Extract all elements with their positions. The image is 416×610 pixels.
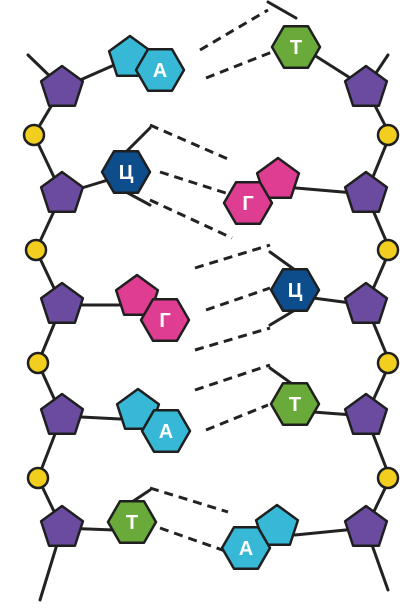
right-base-label: Т <box>289 394 301 416</box>
hydrogen-bond <box>200 10 268 50</box>
phosphate-circle <box>378 240 398 260</box>
left-base-label: Т <box>126 512 138 534</box>
phosphate-circle <box>378 468 398 488</box>
hydrogen-bond <box>195 365 270 390</box>
molecules-layer: А Т Ц Г Г Ц А Т Т А <box>24 26 398 569</box>
base-prong <box>270 252 295 270</box>
hydrogen-bond <box>150 200 232 238</box>
phosphate-circle <box>28 353 48 373</box>
hydrogen-bond <box>206 52 272 78</box>
hydrogen-bond <box>150 488 228 512</box>
hydrogen-bond <box>206 405 268 430</box>
right-base-label: Г <box>242 193 253 215</box>
hydrogen-bond <box>160 172 232 195</box>
base-prong <box>126 128 150 152</box>
right-base-label: А <box>239 538 253 560</box>
phosphate-circle <box>378 353 398 373</box>
hydrogen-bond <box>160 528 228 552</box>
base-prong <box>270 310 295 325</box>
hydrogen-bond <box>206 288 270 310</box>
left-base-label: Г <box>159 310 170 332</box>
hydrogen-bond <box>195 328 270 350</box>
phosphate-circle <box>378 125 398 145</box>
right-base-label: Ц <box>288 280 303 302</box>
hydrogen-bond <box>150 125 230 160</box>
phosphate-circle <box>26 240 46 260</box>
phosphate-circle <box>24 125 44 145</box>
sugar-pentagon <box>41 394 83 434</box>
sugar-pentagon <box>345 66 387 106</box>
left-base-label: А <box>153 60 167 82</box>
sugar-pentagon <box>345 394 387 434</box>
sugar-pentagon <box>345 172 387 212</box>
base-prong <box>268 2 296 18</box>
left-base-label: Ц <box>119 162 134 184</box>
left-base-label: А <box>159 421 173 443</box>
right-base-label: Т <box>290 37 302 59</box>
sugar-pentagon <box>41 283 83 323</box>
sugar-pentagon <box>41 172 83 212</box>
sugar-pentagon <box>41 506 83 546</box>
phosphate-circle <box>28 468 48 488</box>
hydrogen-bond <box>195 245 270 268</box>
sugar-pentagon <box>345 283 387 323</box>
sugar-pentagon <box>345 506 387 546</box>
